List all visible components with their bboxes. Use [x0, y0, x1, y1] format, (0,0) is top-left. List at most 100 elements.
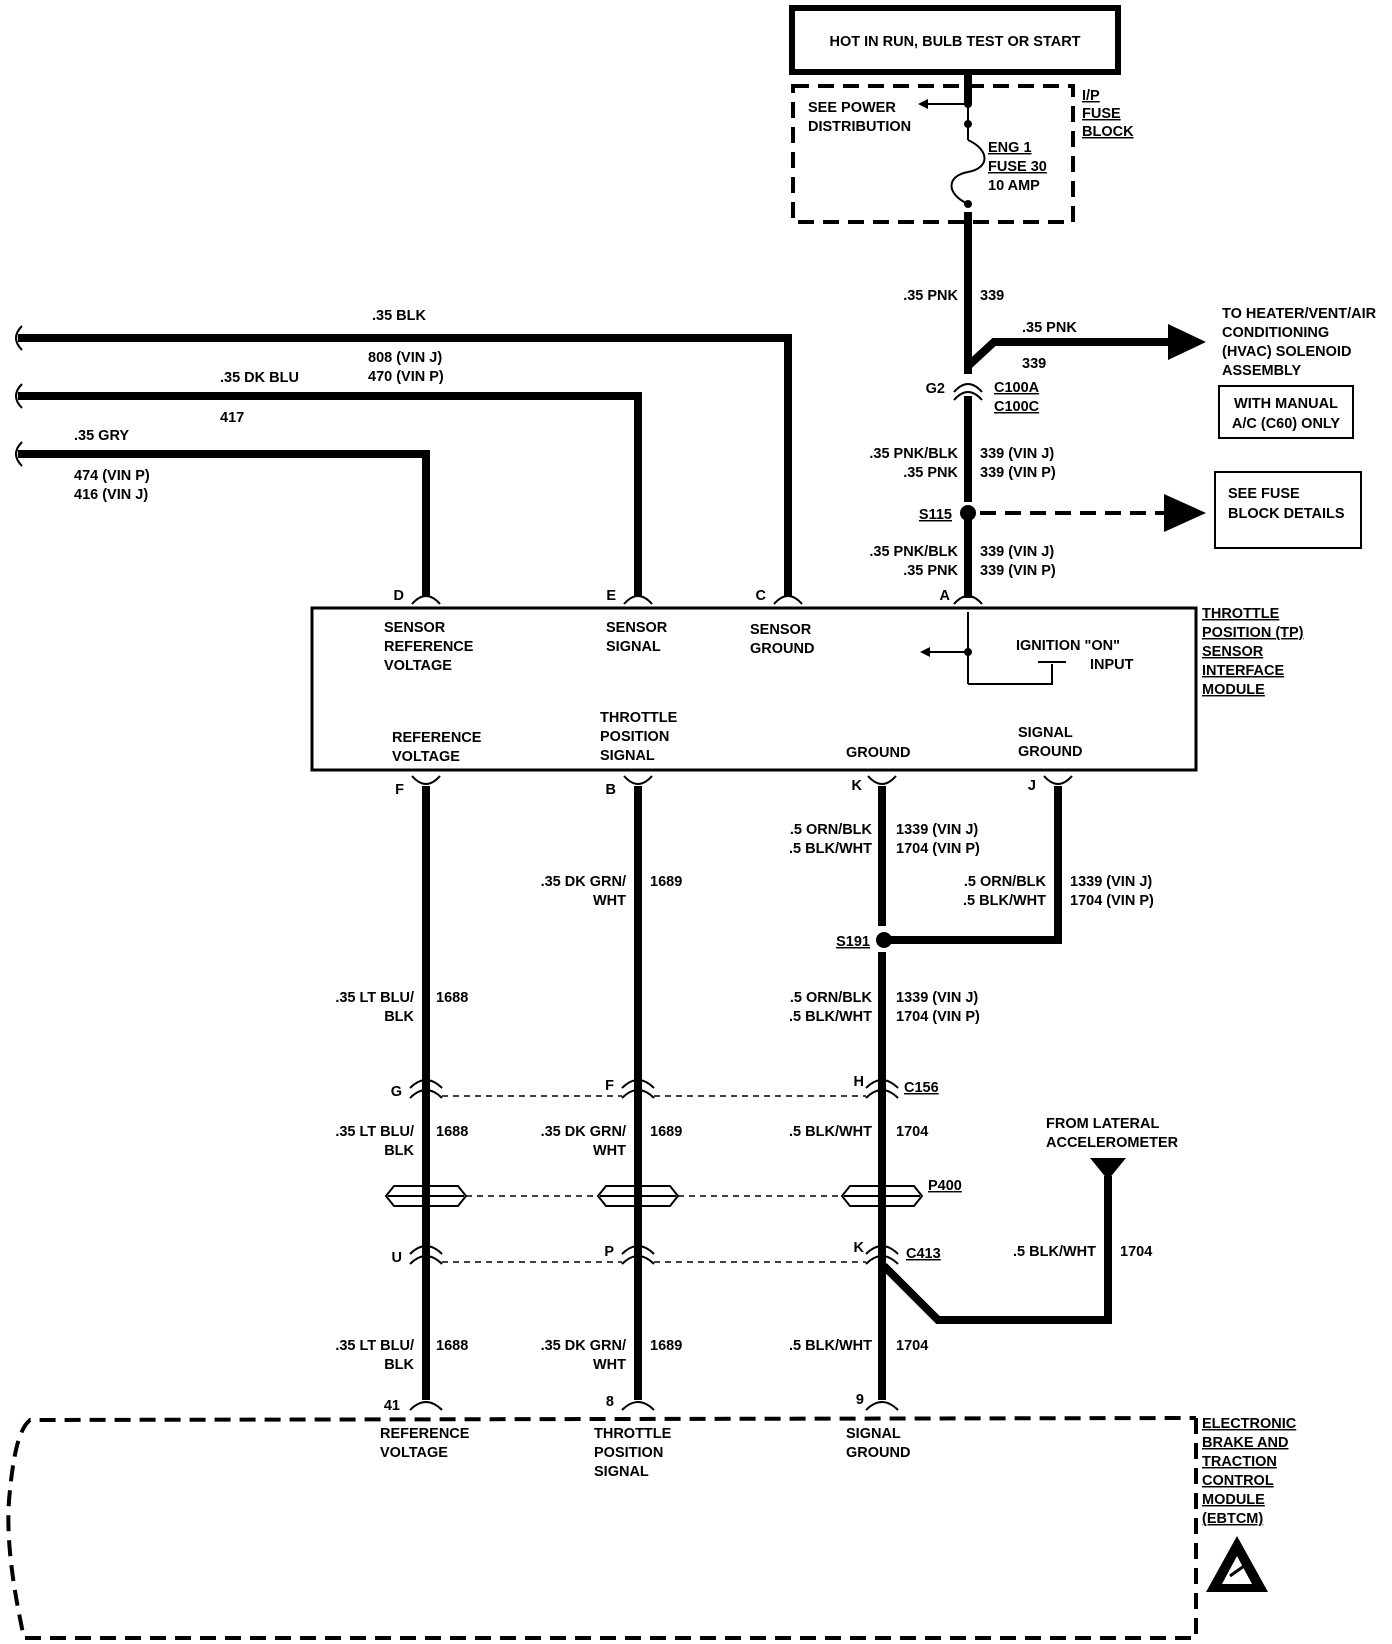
p400-passthrough — [384, 1185, 924, 1207]
ignition-label: IGNITION "ON" — [1016, 638, 1120, 654]
module-title-5: MODULE — [1202, 682, 1265, 698]
c413-pin-p: P — [604, 1244, 614, 1260]
num-1688-a: 1688 — [436, 990, 468, 1006]
wht-label-b: WHT — [593, 1143, 626, 1159]
signal-ground-2: GROUND — [1018, 744, 1082, 760]
num-1704-c: 1704 — [896, 1338, 928, 1354]
c413-pin-k: K — [854, 1240, 865, 1256]
pnk-main-number: 339 — [980, 288, 1004, 304]
gry-label: .35 GRY — [74, 428, 129, 444]
k-orn-label: .5 ORN/BLK — [790, 822, 873, 838]
sensor-ref-3: VOLTAGE — [384, 658, 452, 674]
ebtcm-dashed-box — [6, 1416, 1198, 1640]
ebtcm-sig-1: SIGNAL — [846, 1426, 901, 1442]
pin-d: D — [394, 588, 404, 604]
module-title-3: SENSOR — [1202, 644, 1264, 660]
g2-label: G2 — [926, 381, 945, 397]
ebtcm-ref-1: REFERENCE — [380, 1426, 470, 1442]
s115-arrow — [1164, 494, 1206, 532]
dkgrn-label-b: .35 DK GRN/ — [541, 1124, 626, 1140]
pin-j: J — [1028, 778, 1036, 794]
lat-blkwht-label: .5 BLK/WHT — [1013, 1244, 1096, 1260]
pnk-label-2: .35 PNK — [903, 563, 958, 579]
ltblu-label-a: .35 LT BLU/ — [335, 990, 414, 1006]
module-title-1: THROTTLE — [1202, 606, 1280, 622]
ground-label: GROUND — [846, 745, 910, 761]
fuse-name: ENG 1 — [988, 140, 1032, 156]
sensor-ref-2: REFERENCE — [384, 639, 474, 655]
p400-label: P400 — [928, 1178, 962, 1194]
wht-label-a: WHT — [593, 893, 626, 909]
power-header: HOT IN RUN, BULB TEST OR START — [829, 34, 1080, 50]
lat-1704-label: 1704 — [1120, 1244, 1152, 1260]
j-orn-label: .5 ORN/BLK — [964, 874, 1047, 890]
pin-k: K — [852, 778, 863, 794]
num-1688-c: 1688 — [436, 1338, 468, 1354]
dkblu-417-label: 417 — [220, 410, 244, 426]
ebtcm-pin-9: 9 — [856, 1392, 864, 1408]
from-lateral-2: ACCELEROMETER — [1046, 1135, 1179, 1151]
ebtcm-tps-1: THROTTLE — [594, 1426, 672, 1442]
see-power-line2: DISTRIBUTION — [808, 119, 911, 135]
num-1704-b: 1704 — [896, 1124, 928, 1140]
blk-808-label: 808 (VIN J) — [368, 350, 442, 366]
dkgrn-label-a: .35 DK GRN/ — [541, 874, 626, 890]
power-header-box — [789, 5, 1121, 75]
j-1339-label: 1339 (VIN J) — [1070, 874, 1152, 890]
blkwht-label-b: .5 BLK/WHT — [789, 1124, 872, 1140]
num-1688-b: 1688 — [436, 1124, 468, 1140]
blk-label-c: BLK — [384, 1357, 414, 1373]
s-blkwht-label: .5 BLK/WHT — [789, 1009, 872, 1025]
blk-label: .35 BLK — [372, 308, 427, 324]
fuse-block-dashed-box — [791, 84, 1075, 224]
ebtcm-title-4: CONTROL — [1202, 1473, 1274, 1489]
pin-e: E — [606, 588, 616, 604]
ltblu-label-b: .35 LT BLU/ — [335, 1124, 414, 1140]
ebtcm-title-6: (EBTCM) — [1202, 1511, 1263, 1527]
sensor-ref-1: SENSOR — [384, 620, 446, 636]
tp-module-box — [310, 606, 1198, 772]
pnk-label-1: .35 PNK — [903, 465, 958, 481]
input-label: INPUT — [1090, 657, 1134, 673]
manual-ac-box — [1218, 385, 1354, 439]
fuse-details-box — [1214, 471, 1362, 549]
fuse-rating: 10 AMP — [988, 178, 1040, 194]
hvac-branch-wire — [965, 338, 1180, 369]
manual-ac-line2: A/C (C60) ONLY — [1232, 416, 1341, 432]
from-lateral-1: FROM LATERAL — [1046, 1116, 1159, 1132]
s191-splice — [876, 932, 892, 948]
ebtcm-title-1: ELECTRONIC — [1202, 1416, 1297, 1432]
blk-label-a: BLK — [384, 1009, 414, 1025]
ebtcm-ref-2: VOLTAGE — [380, 1445, 448, 1461]
pnkblk-label-1: .35 PNK/BLK — [869, 446, 958, 462]
fuse-details-line2: BLOCK DETAILS — [1228, 506, 1345, 522]
dkblu-label: .35 DK BLU — [220, 370, 299, 386]
fuse-block-label2: FUSE — [1082, 106, 1121, 122]
num-1689-c: 1689 — [650, 1338, 682, 1354]
signal-ground-1: SIGNAL — [1018, 725, 1073, 741]
blk-label-b: BLK — [384, 1143, 414, 1159]
pin-b: B — [606, 782, 616, 798]
c100a-label: C100A — [994, 380, 1040, 396]
j-blkwht-label: .5 BLK/WHT — [963, 893, 1046, 909]
see-power-line1: SEE POWER — [808, 100, 896, 116]
blk-470-label: 470 (VIN P) — [368, 369, 444, 385]
s-1339-label: 1339 (VIN J) — [896, 990, 978, 1006]
fuse-block-label1: I/P — [1082, 88, 1100, 104]
num-1689-b: 1689 — [650, 1124, 682, 1140]
s191-label: S191 — [836, 934, 870, 950]
pin-c: C — [756, 588, 767, 604]
fuse-block-label3: BLOCK — [1082, 124, 1134, 140]
c156-pin-g: G — [391, 1084, 402, 1100]
fuse-details-line1: SEE FUSE — [1228, 486, 1300, 502]
c156-connector — [409, 1079, 899, 1099]
hvac-arrow — [1168, 324, 1206, 360]
s-orn-label: .5 ORN/BLK — [790, 990, 873, 1006]
ltblu-label-c: .35 LT BLU/ — [335, 1338, 414, 1354]
ref-voltage-1: REFERENCE — [392, 730, 482, 746]
dkblu-417-wire — [18, 392, 642, 596]
c100c-label: C100C — [994, 399, 1040, 415]
c156-pin-f: F — [605, 1078, 614, 1094]
ebtcm-title-3: TRACTION — [1202, 1454, 1277, 1470]
manual-ac-line1: WITH MANUAL — [1234, 396, 1338, 412]
